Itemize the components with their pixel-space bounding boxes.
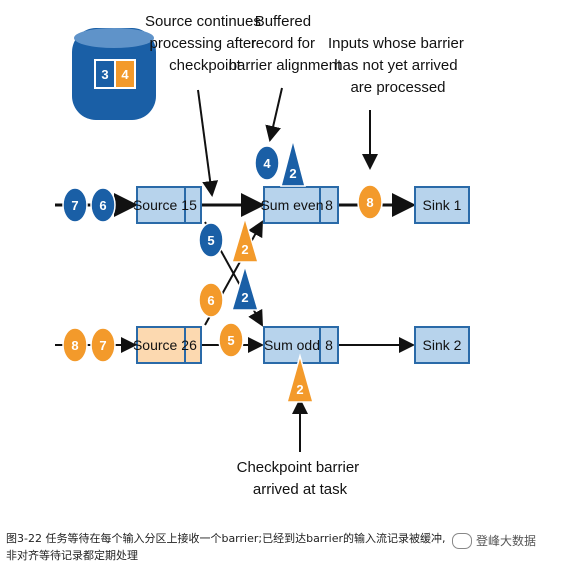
svg-text:7: 7 — [99, 338, 106, 353]
svg-text:Sink 1: Sink 1 — [423, 197, 462, 213]
annotation-inputs-barrier: Inputs whose barrier has not yet arrived… — [328, 35, 468, 96]
annotation-source-continues: Source continues processing after checkp… — [145, 13, 265, 74]
svg-text:Sink 2: Sink 2 — [423, 337, 462, 353]
state-backend-icon: 3 4 — [72, 28, 156, 120]
watermark-text: 登峰大数据 — [476, 534, 537, 548]
barrier-token: 2 — [280, 137, 306, 187]
record-token: 5 — [218, 322, 244, 358]
svg-text:7: 7 — [71, 198, 78, 213]
wechat-icon — [452, 532, 472, 549]
svg-text:2: 2 — [241, 242, 248, 257]
svg-text:5: 5 — [227, 333, 234, 348]
barrier-token: 2 — [230, 215, 260, 263]
svg-text:8: 8 — [71, 338, 78, 353]
svg-text:Source 1: Source 1 — [133, 197, 189, 213]
svg-text:5: 5 — [189, 197, 197, 213]
barrier-token: 2 — [286, 353, 314, 403]
svg-text:8: 8 — [325, 337, 333, 353]
record-token: 5 — [198, 222, 224, 258]
svg-text:8: 8 — [366, 195, 373, 210]
node-sum-even: Sum even 8 — [260, 186, 339, 224]
svg-text:Sum even: Sum even — [260, 197, 323, 213]
svg-text:6: 6 — [207, 293, 214, 308]
watermark: 登峰大数据 — [452, 532, 536, 549]
svg-text:Sum odd: Sum odd — [264, 337, 320, 353]
node-sink2: Sink 2 — [414, 326, 470, 364]
legend-right: 4 — [121, 67, 129, 82]
figure-caption: 图3-22 任务等待在每个输入分区上接收一个barrier;已经到达barrie… — [6, 532, 446, 562]
checkpoint-alignment-diagram: 3 4 Source continues processing after ch… — [55, 13, 470, 498]
svg-text:2: 2 — [241, 290, 248, 305]
pointer-buffered — [265, 87, 283, 142]
pointer-source-continues — [197, 89, 219, 197]
record-token: 8 — [62, 327, 88, 363]
record-token: 6 — [198, 282, 224, 318]
legend-left: 3 — [101, 67, 108, 82]
record-token: 8 — [357, 184, 383, 220]
svg-text:6: 6 — [99, 198, 106, 213]
record-token: 7 — [62, 187, 88, 223]
barrier-token: 2 — [230, 263, 260, 311]
svg-text:6: 6 — [189, 337, 197, 353]
node-sum-odd: Sum odd 8 — [263, 326, 339, 364]
node-sink1: Sink 1 — [414, 186, 470, 224]
record-token: 7 — [90, 327, 116, 363]
svg-text:4: 4 — [263, 156, 271, 171]
record-token: 6 — [90, 187, 116, 223]
annotation-buffered: Buffered record for barrier alignment — [229, 13, 342, 74]
svg-text:5: 5 — [207, 233, 214, 248]
svg-text:Source 2: Source 2 — [133, 337, 189, 353]
record-token: 4 — [254, 145, 280, 181]
node-source1: Source 1 5 — [133, 186, 202, 224]
svg-text:8: 8 — [325, 197, 333, 213]
annotation-checkpoint-barrier: Checkpoint barrier arrived at task — [237, 459, 364, 498]
svg-text:2: 2 — [296, 382, 303, 397]
svg-text:2: 2 — [289, 166, 296, 181]
node-source2: Source 2 6 — [133, 326, 202, 364]
